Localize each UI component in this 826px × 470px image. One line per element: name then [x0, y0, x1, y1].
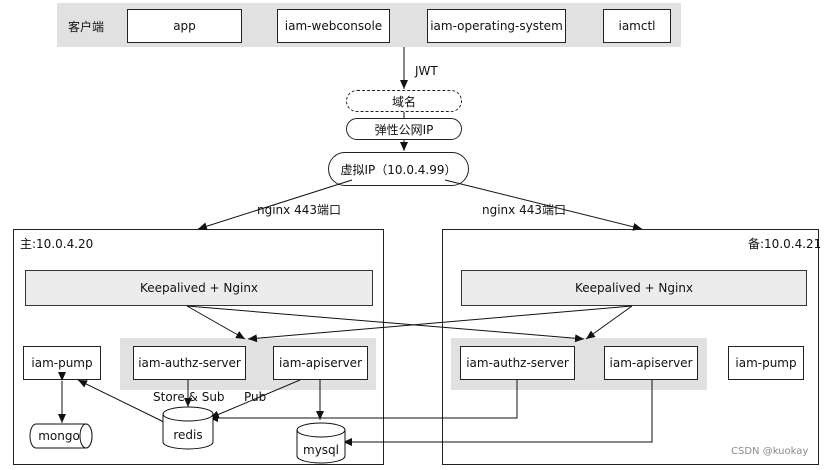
edge-bk-to-pauthz	[247, 305, 633, 343]
redis-cylinder	[162, 406, 214, 450]
watermark: CSDN @kuokay	[731, 446, 809, 457]
primary-host-label: 主:10.0.4.20	[20, 237, 94, 251]
mysql-label: mysql	[303, 443, 339, 457]
primary-apiserver: iam-apiserver	[273, 346, 368, 380]
edge-pk-to-bauthz	[186, 305, 585, 343]
edge-redis-to-pump	[77, 379, 169, 425]
edge-bauthz-to-redis	[209, 380, 518, 422]
backup-keepalived-nginx: Keepalived + Nginx	[461, 270, 807, 306]
nginx-left-label: nginx 443端口	[255, 201, 343, 218]
client-iamctl: iamctl	[603, 9, 671, 43]
domain-node: 域名	[346, 90, 462, 112]
backup-authz-server: iam-authz-server	[460, 346, 575, 380]
backup-host-frame	[442, 229, 819, 465]
redis-label: redis	[173, 428, 203, 442]
client-bar-label: 客户端	[68, 20, 105, 34]
backup-host-label: 备:10.0.4.21	[748, 237, 822, 251]
jwt-label: JWT	[415, 64, 438, 78]
edge-bapi-to-mysql	[343, 380, 653, 446]
elastic-ip-node: 弹性公网IP	[346, 118, 462, 140]
pub-label: Pub	[244, 390, 267, 404]
backup-iam-pump: iam-pump	[728, 346, 804, 380]
mongo-cylinder	[29, 423, 93, 449]
edge-vip-to-backup	[444, 179, 643, 231]
primary-authz-server: iam-authz-server	[133, 346, 246, 380]
backup-apiserver: iam-apiserver	[604, 346, 698, 380]
primary-keepalived-nginx: Keepalived + Nginx	[25, 270, 373, 306]
edge-vip-to-primary	[197, 179, 353, 231]
mysql-cylinder	[296, 422, 346, 464]
store-sub-label: Store & Sub	[153, 390, 225, 404]
client-app: app	[127, 9, 242, 43]
edge-pk-to-pauthz	[186, 305, 246, 340]
edge-bk-to-bauthz	[585, 305, 633, 340]
mongo-label: mongo	[38, 429, 80, 443]
edge-papi-to-redis	[209, 379, 301, 419]
client-iam-operating-system: iam-operating-system	[427, 9, 566, 43]
virtual-ip-node: 虚拟IP（10.0.4.99）	[328, 152, 469, 186]
client-iam-webconsole: iam-webconsole	[277, 9, 390, 43]
